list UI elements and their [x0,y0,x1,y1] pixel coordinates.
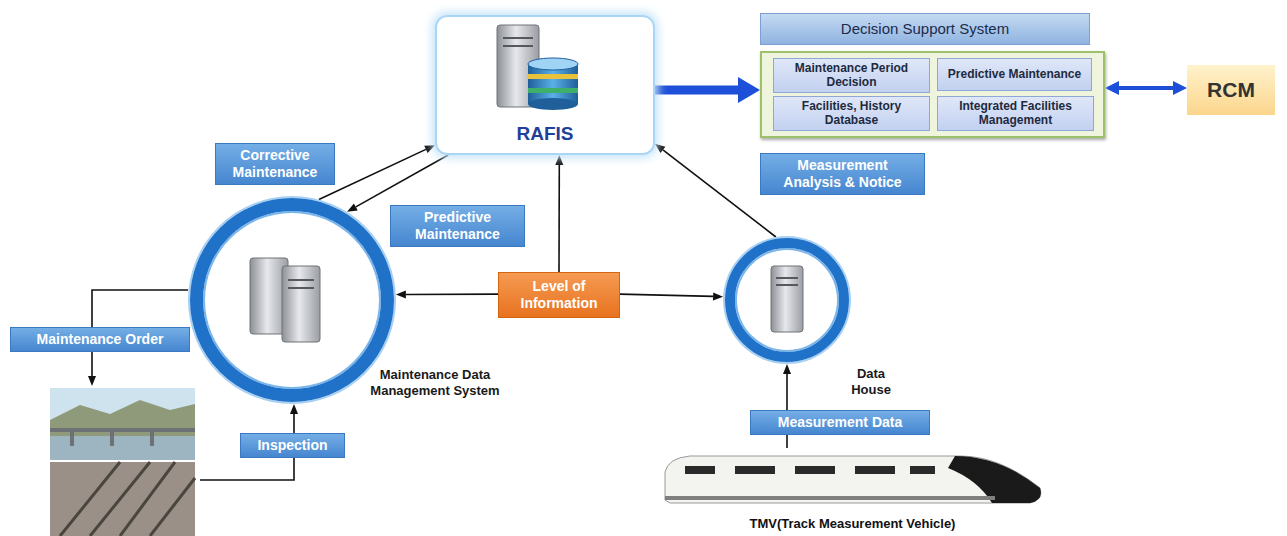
server-slot [288,279,314,281]
node-text: RAFIS [517,123,574,145]
node-text: TMV(Track Measurement Vehicle) [660,516,1045,531]
database-band [528,74,578,79]
edge-label: Predictive Maintenance [390,205,525,247]
function-box: Maintenance Period Decision [773,58,930,93]
edge-label: Measurement Analysis & Notice [760,153,925,195]
connector [558,165,560,272]
database-icon [528,98,578,110]
node-text: Data House [840,366,902,397]
step-label: Inspection [240,433,345,458]
edge-label: Corrective Maintenance [215,143,335,185]
database-band [528,88,578,93]
photo-pier [150,432,154,446]
connector [406,293,498,295]
photo-sky [50,388,195,460]
node-text: RCM [1207,78,1255,102]
train-nose [948,456,1041,503]
train-window [735,466,775,474]
connector [620,294,713,296]
node-text: Decision Support System [760,13,1090,45]
train-skirt [665,496,995,500]
function-box: Integrated Facilities Management [937,96,1094,131]
photo-pier [70,432,74,446]
function-box: Predictive Maintenance [937,58,1092,91]
train-window [685,466,715,474]
connector [356,155,448,207]
edge-label: Measurement Data [750,410,930,435]
system-box: RAFIS [435,15,655,155]
train-window [855,466,895,474]
train-window [795,466,835,474]
system-circle: Data House [725,238,849,362]
photo-ballast [50,462,195,536]
function-box: Facilities, History Database [773,96,930,131]
connector [663,150,776,237]
step-label: Maintenance Order [10,327,190,352]
database-icon [528,58,578,70]
node-text: Level of Information [505,278,613,312]
node-text: Predictive Maintenance [948,68,1081,81]
train-windows [685,466,935,474]
connector [655,86,738,95]
system-circle: Maintenance Data Management System [190,198,394,402]
train-window [910,466,935,474]
system-panel: Decision Support SystemMaintenance Perio… [760,13,1105,138]
server-slot [288,287,314,289]
server-slot [776,277,798,279]
server-slot [776,284,798,286]
photo-bridge [50,428,195,432]
vehicle-node: TMV(Track Measurement Vehicle) [660,448,1045,534]
server-icon [282,266,320,342]
node-text: Maintenance Data Management System [360,367,510,398]
rcm-box: RCM [1187,65,1275,115]
train-body [665,456,1041,503]
connector [1119,86,1173,90]
server-slot [503,45,533,47]
info-box: Level of Information [498,272,620,318]
node-text: Facilities, History Database [778,100,925,126]
photo-pier [110,432,114,446]
server-icon [771,266,803,332]
node-text: Maintenance Period Decision [778,62,925,88]
server-slot [503,37,533,39]
node-text: Integrated Facilities Management [942,100,1089,126]
photo-rail [60,462,195,536]
